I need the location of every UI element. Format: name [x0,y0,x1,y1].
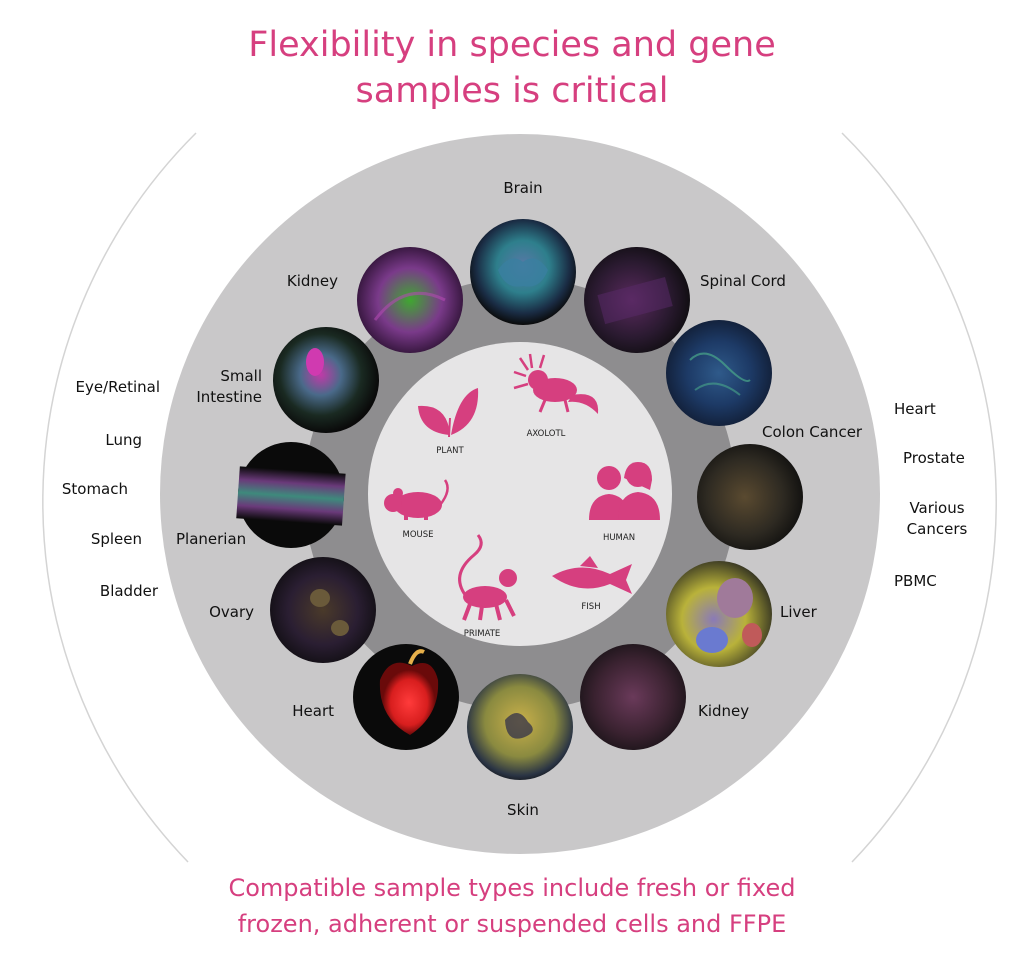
species-label-axolotl: AXOLOTL [527,429,566,439]
tissue-image-small-intestine [273,327,379,433]
tissue-label-brain: Brain [503,179,543,197]
species-label-primate: PRIMATE [464,629,501,639]
tissue-label-spinal-cord: Spinal Cord [700,272,786,290]
tissue-label-skin: Skin [507,801,539,819]
plant-icon [418,388,479,438]
footer-line-1: Compatible sample types include fresh or… [228,874,796,902]
outer-label-various-line1: Various [909,499,965,517]
outer-label-eye-retinal: Eye/Retinal [75,378,160,396]
tissue-image-planerian [236,442,346,548]
species-label-plant: PLANT [436,446,464,456]
tissue-image-brain [470,219,576,325]
tissue-label-kidney-left: Kidney [286,272,338,290]
tissue-image-heart [353,644,459,750]
outer-label-various-line2: Cancers [906,520,968,538]
tissue-image-skin [467,674,573,780]
title-line-1: Flexibility in species and gene [248,25,776,65]
fish-icon [552,556,632,594]
tissue-label-kidney-right: Kidney [698,702,750,720]
tissue-label-small-intestine: Small Intestine [162,366,262,408]
outer-label-stomach: Stomach [61,480,128,498]
primate-icon [458,534,517,621]
human-icon [589,462,660,520]
tissue-image-spinal-cord [584,247,690,353]
species-label-fish: FISH [581,602,600,612]
tissue-label-colon-cancer: Colon Cancer [762,423,863,441]
tissue-label-liver: Liver [780,603,817,621]
tissue-label-planerian: Planerian [176,530,247,548]
tissue-label-ovary: Ovary [209,603,254,621]
species-label-human: HUMAN [603,533,635,543]
footer-line-2: frozen, adherent or suspended cells and … [237,910,787,938]
title-line-2: samples is critical [355,71,669,111]
right-arc [841,132,997,863]
tissue-image-colon-cancer-2 [697,444,803,550]
left-arc [42,132,197,863]
outer-label-bladder: Bladder [99,582,158,600]
tissue-label-small-intestine-line1: Small [220,367,262,385]
tissue-image-colon-cancer [666,320,772,426]
axolotl-icon [513,353,599,414]
tissue-image-ovary [270,557,376,663]
outer-label-pbmc: PBMC [894,572,937,590]
outer-label-spleen: Spleen [90,530,142,548]
tissue-image-liver [666,561,772,667]
outer-label-prostate: Prostate [903,449,965,467]
outer-label-various-cancers: Various Cancers [896,498,978,540]
outer-label-heart: Heart [894,400,936,418]
tissue-image-kidney-left [357,247,463,353]
species-label-mouse: MOUSE [402,530,433,540]
tissue-label-heart: Heart [292,702,334,720]
footer-caption: Compatible sample types include fresh or… [0,870,1024,942]
tissue-label-small-intestine-line2: Intestine [196,388,262,406]
tissue-image-kidney-right [580,644,686,750]
page-title: Flexibility in species and gene samples … [0,22,1024,114]
outer-label-lung: Lung [105,431,142,449]
mouse-icon [384,479,449,520]
